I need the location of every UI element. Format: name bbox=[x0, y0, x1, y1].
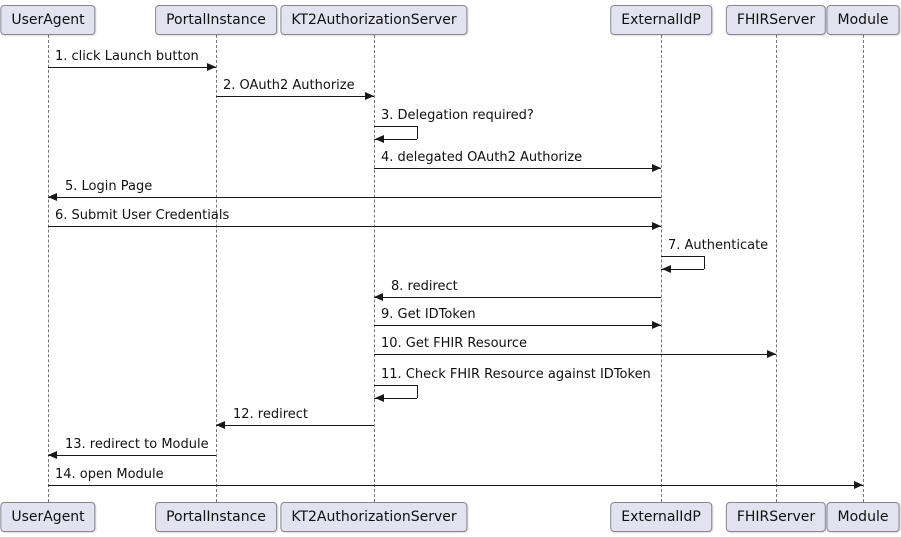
message-line bbox=[48, 485, 863, 486]
lifeline-externalidp bbox=[661, 35, 662, 502]
message-line bbox=[374, 297, 661, 298]
participant-box-externalidp-top: ExternalIdP bbox=[610, 5, 712, 35]
arrowhead-right-icon bbox=[652, 321, 661, 329]
message-line bbox=[374, 354, 776, 355]
message-label: 4. delegated OAuth2 Authorize bbox=[381, 150, 583, 165]
message-label: 8. redirect bbox=[391, 279, 458, 294]
arrowhead-right-icon bbox=[854, 481, 863, 489]
lifeline-kt2authorizationserver bbox=[374, 35, 375, 502]
message-label: 1. click Launch button bbox=[55, 49, 199, 64]
participant-box-fhirserver-top: FHIRServer bbox=[725, 5, 827, 35]
arrowhead-left-icon bbox=[662, 265, 671, 273]
arrowhead-left-icon bbox=[374, 293, 383, 301]
arrowhead-right-icon bbox=[365, 92, 374, 100]
self-message-bottom-line bbox=[374, 139, 417, 140]
self-message-side-line bbox=[417, 385, 418, 398]
self-message-side-line bbox=[704, 256, 705, 269]
self-message-top-line bbox=[374, 385, 417, 386]
participant-box-module-bottom: Module bbox=[826, 502, 900, 532]
arrowhead-left-icon bbox=[48, 451, 57, 459]
message-line bbox=[216, 96, 374, 97]
arrowhead-right-icon bbox=[767, 350, 776, 358]
message-line bbox=[216, 425, 374, 426]
message-label: 6. Submit User Credentials bbox=[55, 208, 230, 223]
message-label: 5. Login Page bbox=[65, 179, 153, 194]
lifeline-module bbox=[863, 35, 864, 502]
self-message-top-line bbox=[374, 126, 417, 127]
arrowhead-right-icon bbox=[207, 63, 216, 71]
message-line bbox=[48, 197, 661, 198]
participant-box-portalinstance-top: PortalInstance bbox=[155, 5, 277, 35]
self-message-side-line bbox=[417, 126, 418, 139]
lifeline-fhirserver bbox=[776, 35, 777, 502]
message-line bbox=[48, 67, 216, 68]
message-label: 3. Delegation required? bbox=[381, 108, 534, 123]
message-label: 10. Get FHIR Resource bbox=[381, 336, 527, 351]
self-message-bottom-line bbox=[661, 269, 704, 270]
arrowhead-left-icon bbox=[375, 135, 384, 143]
arrowhead-left-icon bbox=[48, 193, 57, 201]
participant-box-module-top: Module bbox=[826, 5, 900, 35]
self-message-top-line bbox=[661, 256, 704, 257]
message-line bbox=[48, 226, 661, 227]
message-label: 11. Check FHIR Resource against IDToken bbox=[381, 367, 651, 382]
message-label: 7. Authenticate bbox=[668, 238, 769, 253]
participant-box-useragent-top: UserAgent bbox=[0, 5, 96, 35]
message-line bbox=[374, 168, 661, 169]
message-label: 9. Get IDToken bbox=[381, 307, 476, 322]
arrowhead-left-icon bbox=[216, 421, 225, 429]
message-label: 13. redirect to Module bbox=[65, 437, 209, 452]
participant-box-externalidp-bottom: ExternalIdP bbox=[610, 502, 712, 532]
message-line bbox=[48, 455, 216, 456]
participant-box-portalinstance-bottom: PortalInstance bbox=[155, 502, 277, 532]
message-label: 2. OAuth2 Authorize bbox=[223, 78, 355, 93]
message-label: 12. redirect bbox=[233, 407, 309, 422]
arrowhead-left-icon bbox=[375, 394, 384, 402]
arrowhead-right-icon bbox=[652, 222, 661, 230]
lifeline-portalinstance bbox=[216, 35, 217, 502]
message-line bbox=[374, 325, 661, 326]
participant-box-fhirserver-bottom: FHIRServer bbox=[725, 502, 827, 532]
arrowhead-right-icon bbox=[652, 164, 661, 172]
lifeline-useragent bbox=[48, 35, 49, 502]
participant-box-kt2authorizationserver-top: KT2AuthorizationServer bbox=[280, 5, 468, 35]
participant-box-useragent-bottom: UserAgent bbox=[0, 502, 96, 532]
message-label: 14. open Module bbox=[55, 467, 164, 482]
participant-box-kt2authorizationserver-bottom: KT2AuthorizationServer bbox=[280, 502, 468, 532]
self-message-bottom-line bbox=[374, 398, 417, 399]
